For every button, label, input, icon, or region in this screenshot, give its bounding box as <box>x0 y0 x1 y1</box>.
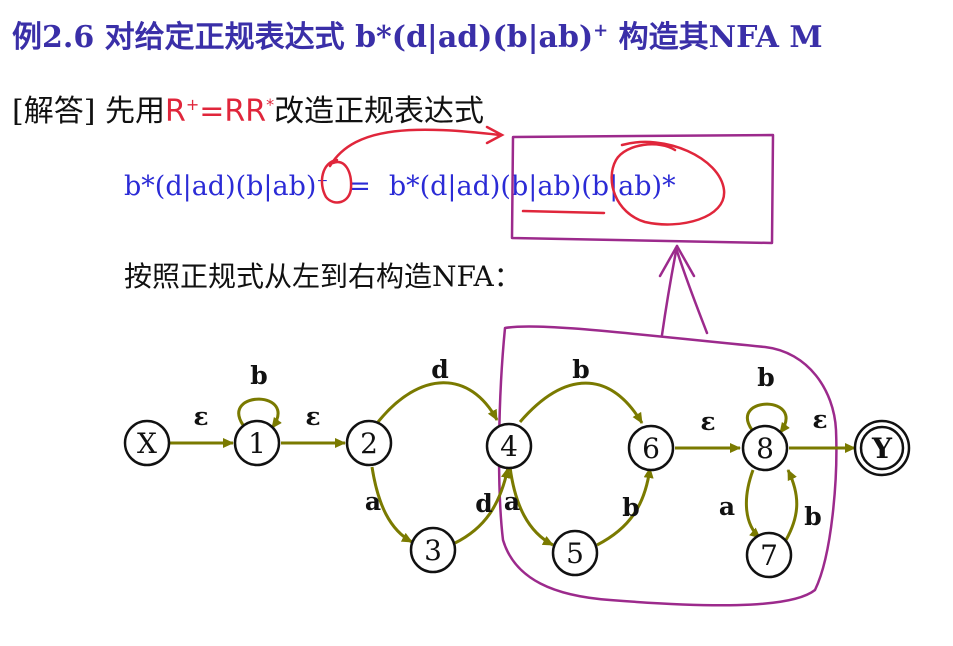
nfa-states <box>123 419 911 579</box>
rewrite-formula: b*(d|ad)(b|ab)+=b*(d|ad)(b|ab)(b|ab)* <box>124 171 676 202</box>
edge-label-6-8: ε <box>700 407 715 436</box>
title-prefix: 例2.6 对给定正规表达式 b*(d|ad)(b|ab) <box>12 20 594 55</box>
purple-annotation <box>497 133 838 607</box>
state-1 <box>233 419 281 467</box>
state-5 <box>551 529 599 577</box>
identity-star: * <box>266 95 275 114</box>
edge-4-6 <box>518 381 644 424</box>
state-2 <box>345 419 393 467</box>
edge-label-2-3: a <box>365 487 381 516</box>
state-8 <box>741 424 789 472</box>
state-3 <box>409 526 457 574</box>
edge-label-8-7: a <box>719 492 735 521</box>
state-4 <box>485 422 533 470</box>
identity-r: R <box>164 94 186 129</box>
edge-label-8-8: b <box>757 363 774 392</box>
red-arrow-curve <box>328 128 502 168</box>
state-label-y: Y <box>871 432 893 465</box>
title-plus: + <box>593 20 609 41</box>
purple-region <box>497 325 838 607</box>
red-circle-plus <box>320 158 353 204</box>
construct-instruction: 按照正规式从左到右构造NFA： <box>124 260 522 293</box>
formula-equals: = <box>348 171 371 202</box>
purple-connector-head <box>658 244 696 278</box>
answer-bracket: [解答] <box>12 94 96 129</box>
purple-box <box>510 133 775 245</box>
purple-connector-right <box>674 246 709 335</box>
edge-4-5 <box>508 466 554 547</box>
edge-2-3 <box>370 466 413 544</box>
edge-label-2-4: d <box>431 355 448 384</box>
state-label-x: X <box>137 427 157 460</box>
state-label-1: 1 <box>248 427 266 460</box>
identity-rr: =RR <box>199 94 267 129</box>
red-annotation <box>320 125 726 226</box>
red-arrow-head <box>485 125 505 145</box>
edge-label-1-1: b <box>250 361 267 390</box>
edge-5-6 <box>596 467 654 547</box>
answer-text-1: 先用 <box>95 94 165 129</box>
edge-8-7 <box>744 469 762 540</box>
state-x <box>123 419 171 467</box>
edge-labels: ε b ε d a d b a b ε b a b ε <box>193 355 827 531</box>
edge-label-8-y: ε <box>812 405 827 434</box>
edge-1-1-loop <box>237 397 282 429</box>
red-underline <box>521 209 606 215</box>
edge-3-4 <box>454 467 511 545</box>
nfa-edges <box>170 381 856 547</box>
edge-label-x-1: ε <box>193 402 208 431</box>
purple-connector-left <box>660 244 679 337</box>
state-label-7: 7 <box>760 539 778 572</box>
state-label-2: 2 <box>360 427 378 460</box>
identity-formula: R+=RR* <box>165 94 274 129</box>
edge-label-1-2: ε <box>305 402 320 431</box>
state-labels: X 1 2 3 4 5 6 7 8 Y <box>137 427 893 572</box>
edge-8-8-loop <box>745 402 790 434</box>
formula-rhs: b*(d|ad)(b|ab)(b|ab)* <box>388 171 676 202</box>
edge-label-4-5: a <box>504 487 520 516</box>
state-6 <box>627 424 675 472</box>
answer-line: [解答] 先用R+=RR*改造正规表达式 <box>12 86 484 130</box>
state-y-inner <box>859 425 905 471</box>
red-circle-star <box>610 140 726 226</box>
edge-7-8 <box>784 469 799 541</box>
title-suffix: 构造其NFA M <box>608 20 823 55</box>
state-label-6: 6 <box>642 432 660 465</box>
page-title: 例2.6 对给定正规表达式 b*(d|ad)(b|ab)+ 构造其NFA M <box>12 12 823 56</box>
state-label-5: 5 <box>566 537 584 570</box>
state-label-3: 3 <box>424 534 442 567</box>
state-label-4: 4 <box>500 430 518 463</box>
edge-label-7-8: b <box>804 502 821 531</box>
edge-label-4-6: b <box>572 355 589 384</box>
state-7 <box>745 531 793 579</box>
identity-plus: + <box>185 95 200 114</box>
edge-label-5-6: b <box>622 493 639 522</box>
state-label-8: 8 <box>756 432 774 465</box>
answer-text-2: 改造正规表达式 <box>274 94 485 129</box>
edge-label-3-4: d <box>475 489 492 518</box>
formula-lhs: b*(d|ad)(b|ab) <box>124 171 317 202</box>
edge-2-4 <box>376 381 499 423</box>
